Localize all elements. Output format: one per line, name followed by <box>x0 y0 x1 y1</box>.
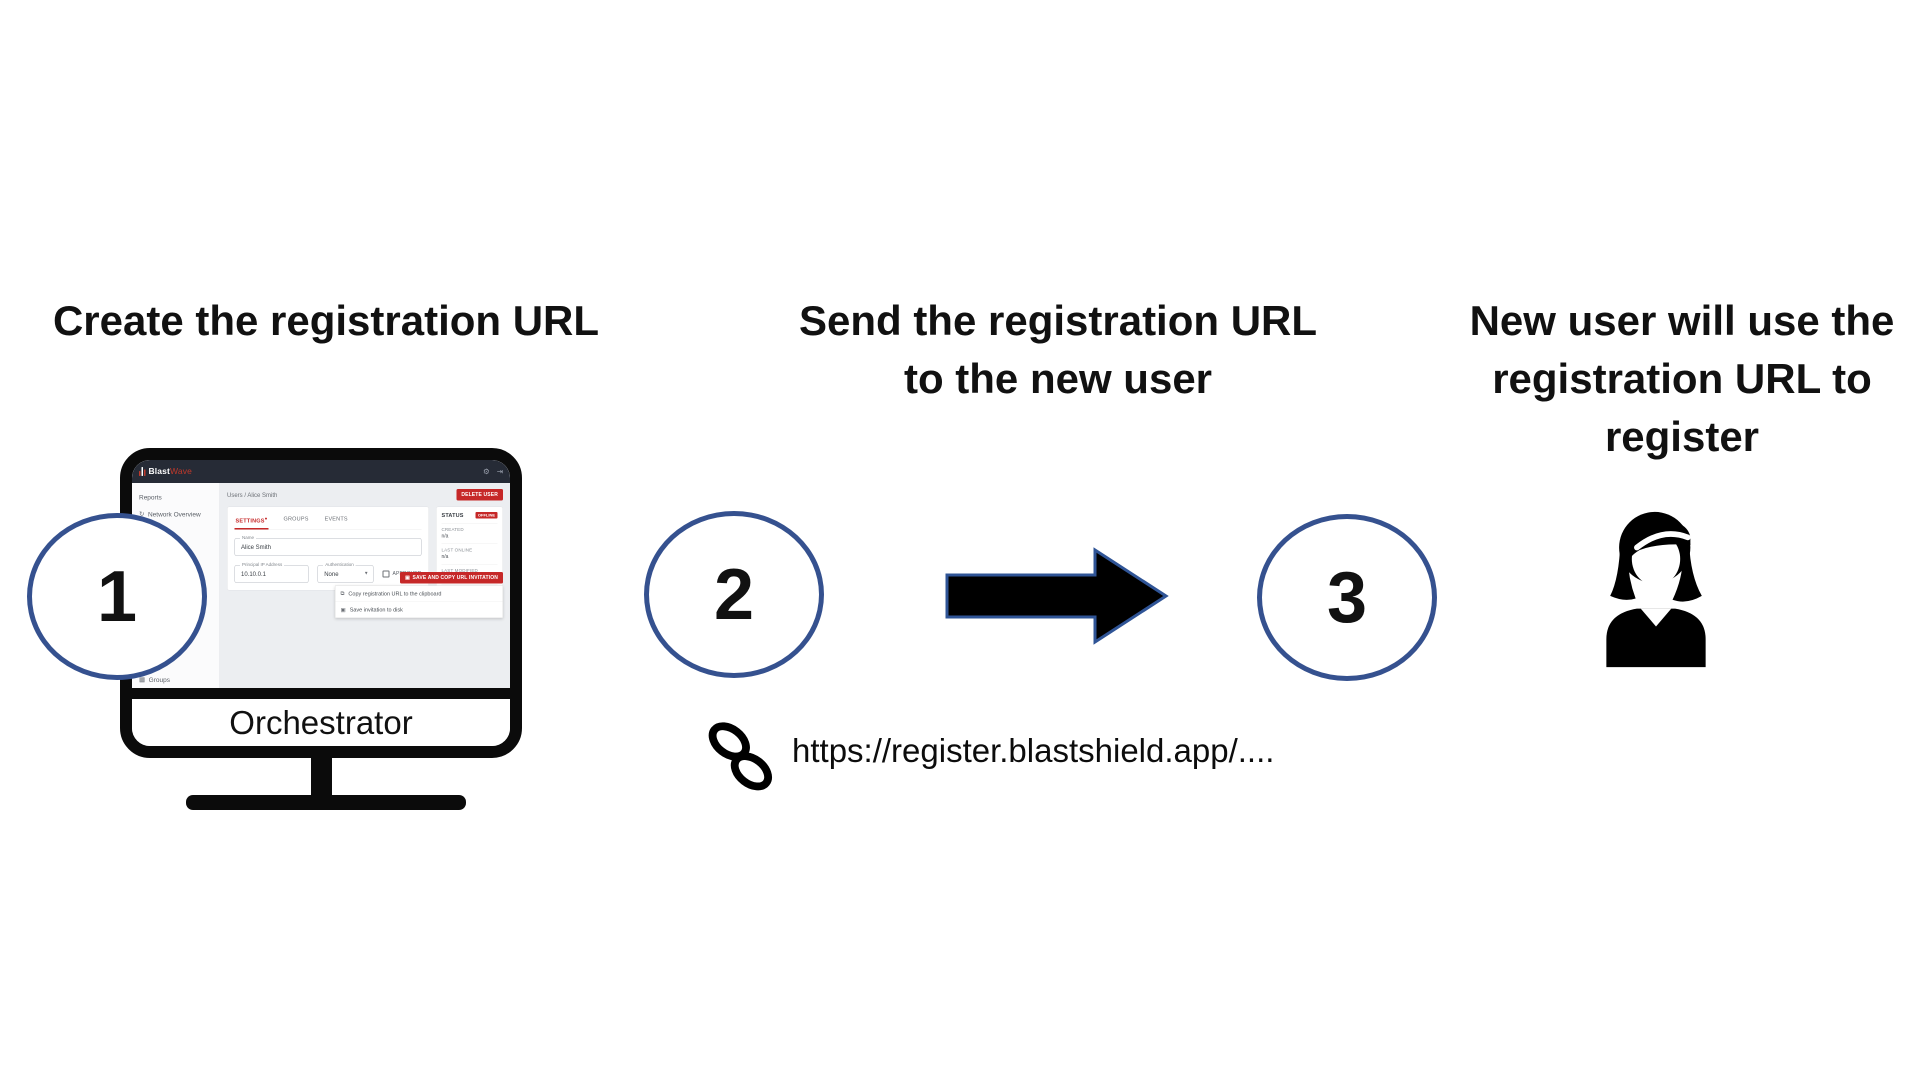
grid-icon: ▦ <box>139 675 146 684</box>
step2-number: 2 <box>713 554 755 635</box>
tab-groups[interactable]: GROUPS <box>283 516 309 522</box>
unsaved-dot: ● <box>264 516 268 521</box>
breadcrumb: Users / Alice Smith <box>227 491 278 499</box>
step1-title-text: Create the registration URL <box>52 297 600 344</box>
authentication-label: Authentication <box>323 561 356 567</box>
status-row-last-online: LAST ONLINE n/a <box>441 543 498 560</box>
step1-number-badge: 1 <box>27 513 207 680</box>
menu-item-save-invitation[interactable]: ▣ Save invitation to disk <box>335 601 503 618</box>
step2-title-line2: to the new user <box>903 355 1213 402</box>
authentication-select[interactable]: Authentication None ▼ <box>317 561 374 583</box>
link-icon <box>708 722 772 791</box>
save-icon: ▣ <box>405 575 410 581</box>
monitor-stand-base <box>186 795 466 810</box>
step3-number-badge: 3 <box>1257 514 1437 681</box>
registration-url-text: https://register.blastshield.app/.... <box>792 732 1275 769</box>
blastwave-logo-text: BlastWave <box>148 466 193 477</box>
monitor-bezel-bar <box>132 688 510 699</box>
sidebar-item-network-overview[interactable]: ↻ Network Overview <box>139 510 201 518</box>
name-field[interactable]: Name Alice Smith <box>234 534 422 556</box>
step3-title: New user will use the registration URL t… <box>1372 292 1920 466</box>
invitation-menu: ⧉ Copy registration URL to the clipboard… <box>335 585 503 618</box>
new-user-person-icon <box>1606 511 1706 668</box>
principal-ip-value: 10.10.0.1 <box>241 570 267 578</box>
name-field-label: Name <box>240 534 257 540</box>
clipboard-icon: ⧉ <box>340 590 345 597</box>
user-settings-card: SETTINGS● GROUPS EVENTS Name Alice Smith <box>227 506 429 591</box>
tab-events[interactable]: EVENTS <box>324 516 348 522</box>
menu-item-copy-registration-url[interactable]: ⧉ Copy registration URL to the clipboard <box>340 590 442 597</box>
sidebar-item-groups[interactable]: ▦ Groups <box>139 675 170 684</box>
sidebar-item-reports[interactable]: Reports <box>139 493 162 502</box>
blastwave-logo-icon <box>139 467 146 476</box>
refresh-icon: ↻ <box>139 510 145 518</box>
signout-icon[interactable]: ⇥ <box>496 467 503 477</box>
gear-icon[interactable]: ⚙ <box>482 467 490 477</box>
principal-ip-label: Principal IP Address <box>240 561 285 567</box>
user-tabs: SETTINGS● GROUPS EVENTS <box>234 514 422 530</box>
step2-number-badge: 2 <box>644 511 824 678</box>
step2-title-line1: Send the registration URL <box>798 297 1318 344</box>
blastwave-logo: BlastWave <box>139 467 192 477</box>
name-field-value: Alice Smith <box>241 543 272 551</box>
status-badge: OFFLINE <box>475 512 498 519</box>
step3-number: 3 <box>1326 557 1368 638</box>
principal-ip-field[interactable]: Principal IP Address 10.10.0.1 <box>234 561 309 583</box>
delete-user-button[interactable]: DELETE USER <box>456 489 503 501</box>
orchestrator-label-text: Orchestrator <box>229 703 413 741</box>
orchestrator-header: BlastWave ⚙ ⇥ <box>132 460 510 483</box>
monitor-label: Orchestrator <box>132 699 510 746</box>
arrow-right-icon <box>945 547 1169 645</box>
authentication-value: None <box>324 570 339 578</box>
monitor-stand-neck <box>311 756 332 798</box>
status-row-created: CREATED n/a <box>441 523 498 539</box>
save-and-copy-url-button[interactable]: ▣ SAVE AND COPY URL INVITATION <box>400 572 503 584</box>
status-title: STATUS <box>441 512 464 519</box>
step1-title: Create the registration URL <box>16 292 636 350</box>
step1-number: 1 <box>96 556 138 637</box>
step3-title-line2: registration URL to <box>1492 355 1872 402</box>
orchestrator-main: Users / Alice Smith DELETE USER SETTINGS… <box>220 483 510 688</box>
step3-title-line1: New user will use the <box>1469 297 1895 344</box>
step3-title-line3: register <box>1604 413 1760 460</box>
chevron-down-icon: ▼ <box>364 570 369 576</box>
tab-settings[interactable]: SETTINGS● <box>234 514 269 530</box>
disk-icon: ▣ <box>340 607 346 613</box>
approved-checkbox[interactable] <box>382 570 390 578</box>
step2-title: Send the registration URL to the new use… <box>748 292 1368 408</box>
